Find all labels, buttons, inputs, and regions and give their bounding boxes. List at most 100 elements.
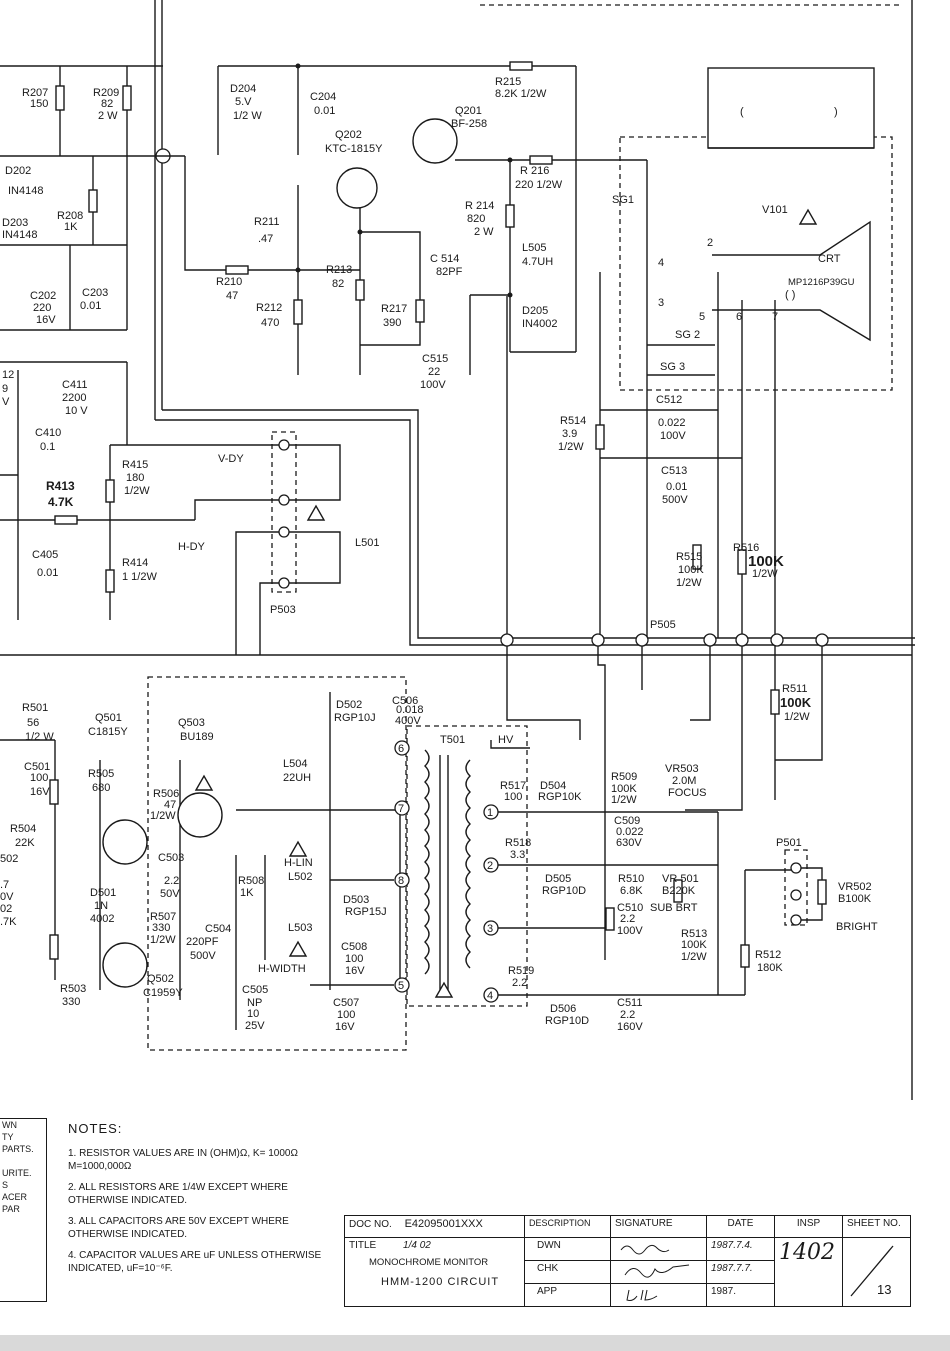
label-r509-value: 100K: [611, 783, 637, 795]
label-d205-value: IN4002: [522, 318, 557, 330]
label-c203-value: 0.01: [80, 300, 101, 312]
label-r514-watt: 1/2W: [558, 441, 584, 453]
safety-warning-icons: [194, 208, 818, 998]
label-edge-502: 502: [0, 853, 18, 865]
legend-line: ACER: [2, 1192, 28, 1202]
label-l504-value: 22UH: [283, 772, 311, 784]
crt-region: [576, 67, 893, 800]
label-c501-volt: 16V: [30, 786, 50, 798]
label-r415-watt: 1/2W: [124, 485, 150, 497]
notes-block: NOTES: 1. RESISTOR VALUES ARE IN (OHM)Ω,…: [68, 1122, 338, 1283]
label-c511-value: 2.2: [620, 1009, 635, 1021]
warning-triangle-icon: [288, 940, 308, 957]
label-r516-value: 100K: [748, 553, 784, 570]
label-d202-value: IN4148: [8, 185, 43, 197]
doc-no-label: DOC NO.: [349, 1219, 392, 1230]
label-c510: C510: [617, 902, 643, 914]
dwn-date: 1987.7.4.: [707, 1238, 775, 1261]
p505-connector: [500, 296, 829, 960]
title-label: TITLE: [349, 1240, 377, 1251]
note-item: 1. RESISTOR VALUES ARE IN (OHM)Ω, K= 100…: [68, 1148, 298, 1172]
top-left-wiring: [0, 65, 163, 331]
label-vr501: VR 501: [662, 873, 699, 885]
label-r501-value: 56: [27, 717, 39, 729]
label-hv: HV: [498, 734, 514, 746]
label-r506: R506: [153, 788, 179, 800]
note-item: 2. ALL RESISTORS ARE 1/4W EXCEPT WHERE O…: [68, 1182, 288, 1206]
legend-line: [0, 1155, 46, 1167]
label-r212-value: 470: [261, 317, 279, 329]
label-r215-value: 8.2K 1/2W: [495, 88, 547, 100]
label-c503-volt: 50V: [160, 888, 180, 900]
label-vr502: VR502: [838, 881, 872, 893]
label-edge-7k: .7K: [0, 916, 17, 928]
label-c202-volt: 16V: [36, 314, 56, 326]
doc-no-cell: DOC NO. E42095001XXX: [345, 1216, 525, 1238]
label-d203: D203: [2, 217, 28, 229]
label-c507-volt: 16V: [335, 1021, 355, 1033]
label-d504: D504: [540, 780, 566, 792]
label-edge-02: 02: [0, 903, 12, 915]
label-r414-value: 1 1/2W: [122, 571, 157, 583]
signature-scribble-icon: [624, 1264, 690, 1278]
warning-triangle-icon: [288, 840, 308, 857]
label-v101: V101: [762, 204, 788, 216]
label-r414: R414: [122, 557, 148, 569]
label-r211: R211: [254, 216, 279, 228]
label-c411: C411: [62, 379, 87, 391]
label-c514: C 514: [430, 253, 459, 265]
insp-value: 1402: [775, 1238, 843, 1306]
label-r214-watt: 2 W: [474, 226, 494, 238]
label-r513-watt: 1/2W: [681, 951, 707, 963]
q202-q201-region: [163, 61, 577, 375]
chk-label: CHK: [525, 1261, 611, 1284]
title-cell: TITLE 1/4 02 MONOCHROME MONITOR HMM-1200…: [345, 1238, 525, 1306]
label-r516-watt: 1/2W: [752, 568, 778, 580]
label-r513: R513: [681, 928, 707, 940]
label-d204-watt: 1/2 W: [233, 110, 262, 122]
label-vdy: V-DY: [218, 453, 244, 465]
legend-line: URITE.: [2, 1168, 32, 1178]
left-legend-box: WN TY PARTS. URITE. S ACER PAR: [0, 1118, 47, 1302]
label-r209: R209: [93, 87, 119, 99]
label-l504: L504: [283, 758, 307, 770]
label-r212: R212: [256, 302, 282, 314]
signature-scribble-icon: [620, 1244, 670, 1255]
label-vr503-value: 2.0M: [672, 775, 696, 787]
warning-triangle-icon: [434, 981, 454, 998]
label-c505: C505: [242, 984, 268, 996]
label-d501-value: 1N: [94, 900, 108, 912]
label-d202: D202: [5, 165, 31, 177]
title-code: 1/4 02: [403, 1240, 431, 1251]
label-p503: P503: [270, 604, 296, 616]
label-hlin: H-LIN: [284, 857, 313, 869]
label-r501-watt: 1/2 W: [25, 731, 54, 743]
legend-line: S: [2, 1180, 9, 1190]
label-d505: D505: [545, 873, 571, 885]
label-r504: R504: [10, 823, 36, 835]
notes-heading: NOTES:: [68, 1121, 123, 1136]
label-edge-7: .7: [0, 879, 9, 891]
label-c505-cap: 10: [247, 1008, 259, 1020]
label-c501: C501: [24, 761, 50, 773]
label-c513: C513: [661, 465, 687, 477]
label-c514-value: 82PF: [436, 266, 463, 278]
signature-scribble-icon: [626, 1289, 658, 1301]
label-crt-paren: ( ): [785, 289, 795, 301]
label-c515-value: 22: [428, 366, 440, 378]
label-d504-value: RGP10K: [538, 791, 582, 803]
label-box-paren-right: ): [834, 106, 838, 118]
title-block: DOC NO. E42095001XXX DESCRIPTION SIGNATU…: [344, 1215, 911, 1307]
label-r517-value: 100: [504, 791, 522, 803]
label-c508: C508: [341, 941, 367, 953]
label-q501-value: C1815Y: [88, 726, 128, 738]
label-d204-value: 5.V: [235, 96, 252, 108]
label-c513-value: 0.01: [666, 481, 687, 493]
warning-triangle-icon: [194, 774, 214, 791]
label-r216: R 216: [520, 165, 549, 177]
label-r507: R507: [150, 911, 176, 923]
label-r214: R 214: [465, 200, 494, 212]
label-c506: C506: [392, 695, 418, 707]
label-r508-value: 1K: [240, 887, 254, 899]
label-c512-value: 0.022: [658, 417, 686, 429]
